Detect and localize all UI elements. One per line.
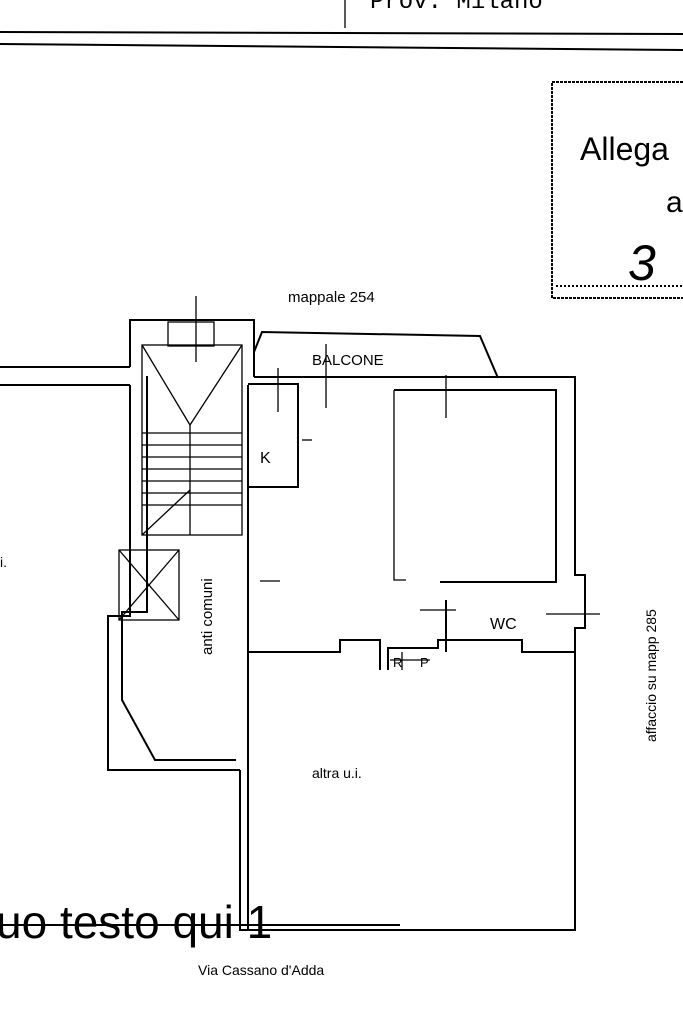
east-label: affaccio su mapp 285 (643, 609, 659, 742)
closet-r-label: R (393, 655, 402, 670)
kitchen-label: K (260, 450, 271, 467)
street-label: Via Cassano d'Adda (198, 962, 324, 978)
overlay-text: uo testo qui 1 (0, 896, 272, 948)
balcony-label: BALCONE (312, 352, 384, 369)
header-frame (0, 0, 683, 51)
south-unit-label: altra u.i. (312, 765, 362, 781)
walls (0, 296, 600, 931)
north-label: mappale 254 (288, 289, 375, 306)
annex-stamp: Allega a 3 (551, 81, 683, 299)
west-unit-label: i. (0, 554, 7, 570)
common-area-label: anti comuni (199, 578, 216, 655)
wc-label: WC (490, 616, 517, 633)
closet-p-label: P (420, 655, 429, 670)
province-label: Prov. Milano (370, 0, 543, 16)
stamp-line1: Allega (580, 131, 669, 167)
stamp-number: 3 (628, 235, 656, 291)
elevator-shaft (118, 549, 180, 621)
stamp-line2: a (666, 186, 683, 219)
